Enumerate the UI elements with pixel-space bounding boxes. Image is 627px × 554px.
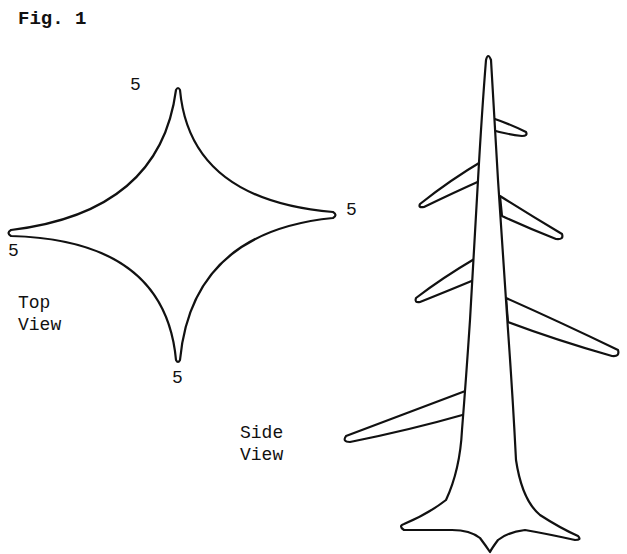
figure-title: Fig. 1 xyxy=(18,8,86,30)
branch xyxy=(420,160,485,207)
dimension-number: 5 xyxy=(346,199,357,221)
dimension-number: 5 xyxy=(8,240,19,262)
branch xyxy=(492,118,527,136)
branch xyxy=(345,390,468,442)
dimension-number: 5 xyxy=(130,74,141,96)
dimension-number: 5 xyxy=(172,367,183,389)
trunk-outline xyxy=(401,56,579,552)
branch xyxy=(506,298,618,356)
branch xyxy=(416,258,477,302)
branch xyxy=(500,196,562,239)
view-label: Side View xyxy=(240,422,300,466)
top-view-outline xyxy=(9,88,336,362)
view-label: Top View xyxy=(18,292,78,336)
